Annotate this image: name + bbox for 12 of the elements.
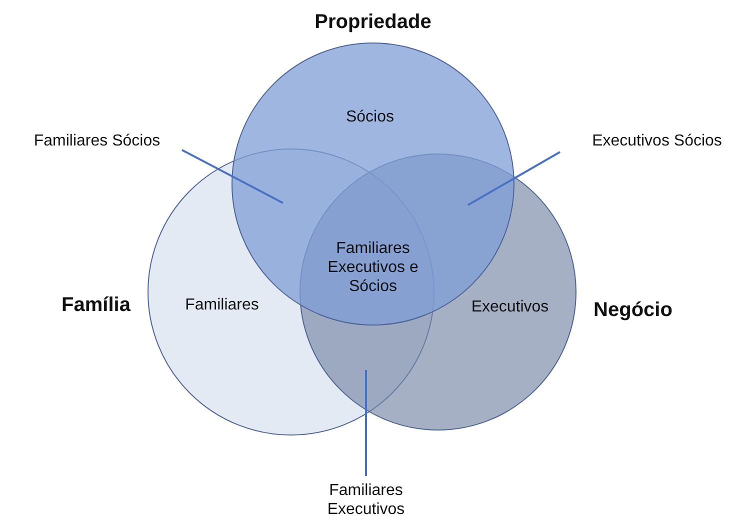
set-title: Negócio	[594, 298, 672, 322]
set-title: Propriedade	[314, 10, 432, 34]
region-label: Executivos Sócios	[592, 131, 722, 151]
leader-line	[468, 151, 560, 206]
region-label: Familiares Executivos	[326, 480, 406, 520]
set-title: Família	[62, 293, 130, 317]
leader-line	[182, 149, 284, 204]
set-label: Familiares	[185, 295, 259, 315]
region-label: Familiares Executivos e Sócios	[326, 239, 420, 297]
set-label: Sócios	[346, 107, 394, 127]
region-label: Familiares Sócios	[34, 131, 160, 151]
set-label: Executivos	[471, 297, 549, 317]
